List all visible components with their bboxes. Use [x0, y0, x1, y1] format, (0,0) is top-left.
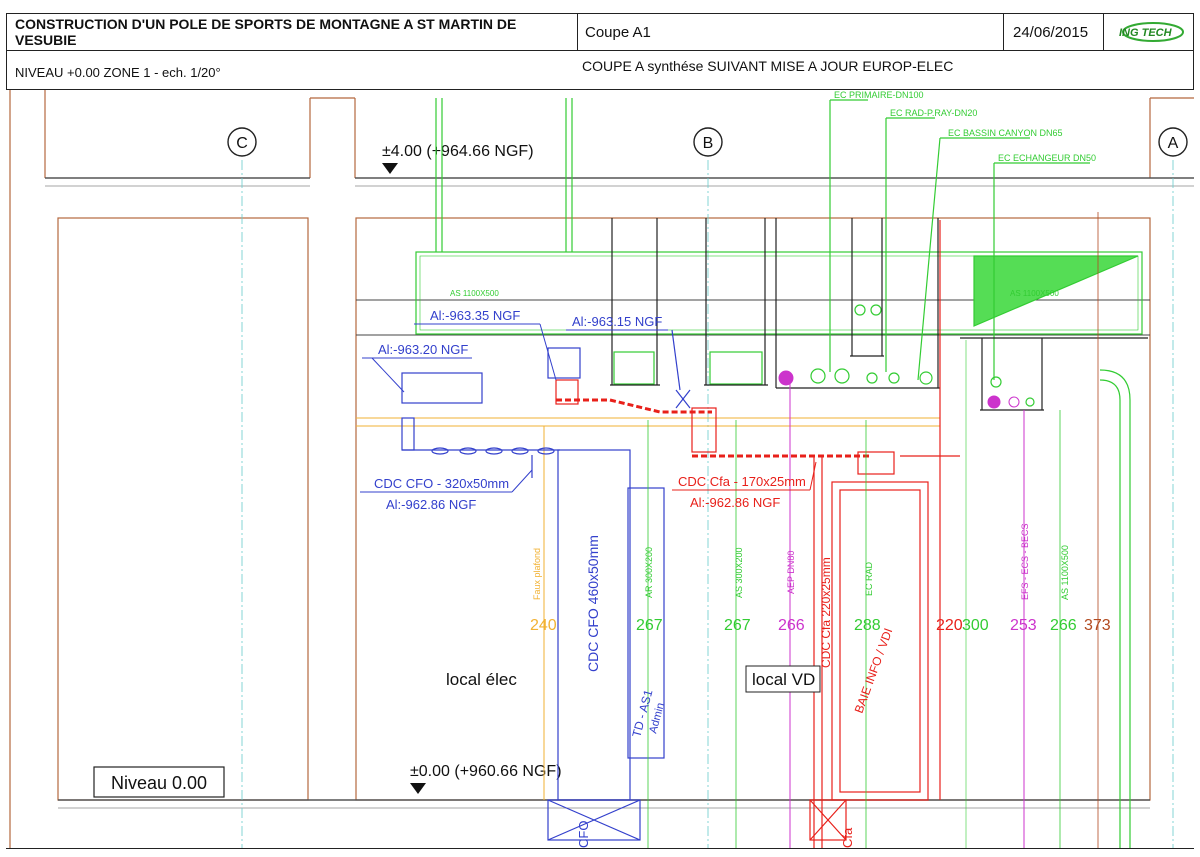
magenta-elements: [778, 370, 1025, 848]
title-divider: [7, 50, 1193, 51]
dimension-267: 267: [724, 617, 751, 634]
sheet-name: Coupe A1: [585, 23, 651, 41]
dimension-220: 220: [936, 617, 963, 634]
callout-labels: EC PRIMAIRE-DN100 EC RAD-P.RAY-DN20 EC B…: [834, 90, 1096, 163]
blue-elements: [401, 329, 691, 841]
vlabel-cdc-cfa: CDC Cfa 220x25mm: [819, 557, 833, 668]
dimension-266: 266: [1050, 617, 1077, 634]
level-triangle: [382, 163, 398, 174]
annotation-al-962-86-cfo: Al:-962.86 NGF: [386, 497, 476, 512]
callout-ec-rad: EC RAD-P.RAY-DN20: [890, 108, 977, 118]
title-divider: [1003, 14, 1004, 50]
axis-marker-b: B: [693, 127, 723, 157]
vlabel-baie: BAIE INFO / VDI: [852, 626, 896, 715]
dimension-267: 267: [636, 617, 663, 634]
annotation-cdc-cfa: CDC Cfa - 170x25mm: [678, 474, 806, 489]
callout-ec-primaire: EC PRIMAIRE-DN100: [834, 90, 924, 100]
axis-label-c: C: [236, 135, 248, 152]
green-fittings: [810, 304, 1035, 407]
sheet-date: 24/06/2015: [1013, 23, 1089, 41]
green-ducts: [415, 98, 1143, 848]
level-label-top: ±4.00 (+964.66 NGF): [382, 143, 534, 160]
vlabel-aep: AEP DN80: [786, 551, 796, 594]
annotation-al-963-15: Al:-963.15 NGF: [572, 314, 662, 329]
company-logo: ING TECH: [1119, 22, 1184, 42]
level-label-bottom: ±0.00 (+960.66 NGF): [410, 763, 562, 780]
annotation-al-963-35: Al:-963.35 NGF: [430, 308, 520, 323]
axis-label-b: B: [703, 135, 714, 152]
title-divider: [577, 14, 578, 50]
vlabel-cfa-bottom: Cfa: [840, 827, 855, 848]
elevation-annotations: Al:-963.35 NGF Al:-963.15 NGF Al:-963.20…: [360, 308, 817, 512]
annotation-cdc-cfo: CDC CFO - 320x50mm: [374, 476, 509, 491]
axis-marker-a: A: [1158, 127, 1188, 157]
vlabel-cdc-cfo: CDC CFO 460x50mm: [585, 535, 601, 672]
annotation-al-962-86-cfa: Al:-962.86 NGF: [690, 495, 780, 510]
level-marker-top: ±4.00 (+964.66 NGF): [382, 143, 534, 174]
callout-ec-bassin: EC BASSIN CANYON DN65: [948, 128, 1063, 138]
dimension-288: 288: [854, 617, 881, 634]
title-divider: [1103, 14, 1104, 50]
title-block: CONSTRUCTION D'UN POLE DE SPORTS DE MONT…: [6, 13, 1194, 90]
green-verticals: [647, 410, 1061, 848]
room-label-local-elec: local élec: [446, 670, 517, 689]
vlabel-cfo-bottom: CFO: [576, 821, 591, 848]
duct-labels: AS 1100X500 AS 1100X500: [450, 289, 1059, 298]
level-info: NIVEAU +0.00 ZONE 1 - ech. 1/20°: [15, 64, 221, 80]
structure: [9, 90, 1194, 848]
axis-marker-c: C: [227, 127, 257, 157]
level-marker-bottom: ±0.00 (+960.66 NGF): [410, 763, 562, 794]
dimension-253: 253: [1010, 617, 1037, 634]
vlabel-ec-rad: EC RAD: [864, 561, 874, 596]
drawing-subtitle: COUPE A synthése SUIVANT MISE A JOUR EUR…: [582, 58, 954, 74]
dimension-values: 240 267 267 266 288 220 300 253 266 373: [530, 617, 1111, 634]
niveau-label: Niveau 0.00: [111, 773, 207, 793]
axis-label-a: A: [1168, 135, 1179, 152]
vlabel-efs: EFS - ECS - BECS: [1020, 523, 1030, 600]
sheet-border-bottom: [6, 848, 1194, 849]
dimension-373: 373: [1084, 617, 1111, 634]
red-elements: [555, 220, 960, 848]
duct-label-as-right: AS 1100X500: [1010, 289, 1059, 298]
vlabel-as-300: AS 300X200: [734, 547, 744, 598]
callout-ec-echangeur: EC ECHANGEUR DN50: [998, 153, 1096, 163]
dimension-300: 300: [962, 617, 989, 634]
vlabel-faux-plafond: Faux plafond: [532, 548, 542, 600]
logo-text: ING TECH: [1119, 27, 1173, 39]
annotation-al-963-20: Al:-963.20 NGF: [378, 342, 468, 357]
hangers: [610, 218, 1148, 411]
vlabel-as-1100: AS 1100X500: [1060, 545, 1070, 600]
level-triangle: [410, 783, 426, 794]
room-labels: local élec local VD: [446, 665, 821, 693]
axis-lines: [241, 160, 1174, 848]
vlabel-ar-300: AR 300X200: [644, 547, 654, 598]
room-label-local-vd: local VD: [752, 670, 815, 689]
niveau-box: Niveau 0.00: [93, 766, 225, 798]
dimension-266: 266: [778, 617, 805, 634]
project-title: CONSTRUCTION D'UN POLE DE SPORTS DE MONT…: [15, 16, 517, 48]
dimension-240: 240: [530, 617, 557, 634]
vertical-labels: Faux plafond CDC CFO 460x50mm AR 300X200…: [532, 523, 1070, 848]
duct-label-as-left: AS 1100X500: [450, 289, 499, 298]
